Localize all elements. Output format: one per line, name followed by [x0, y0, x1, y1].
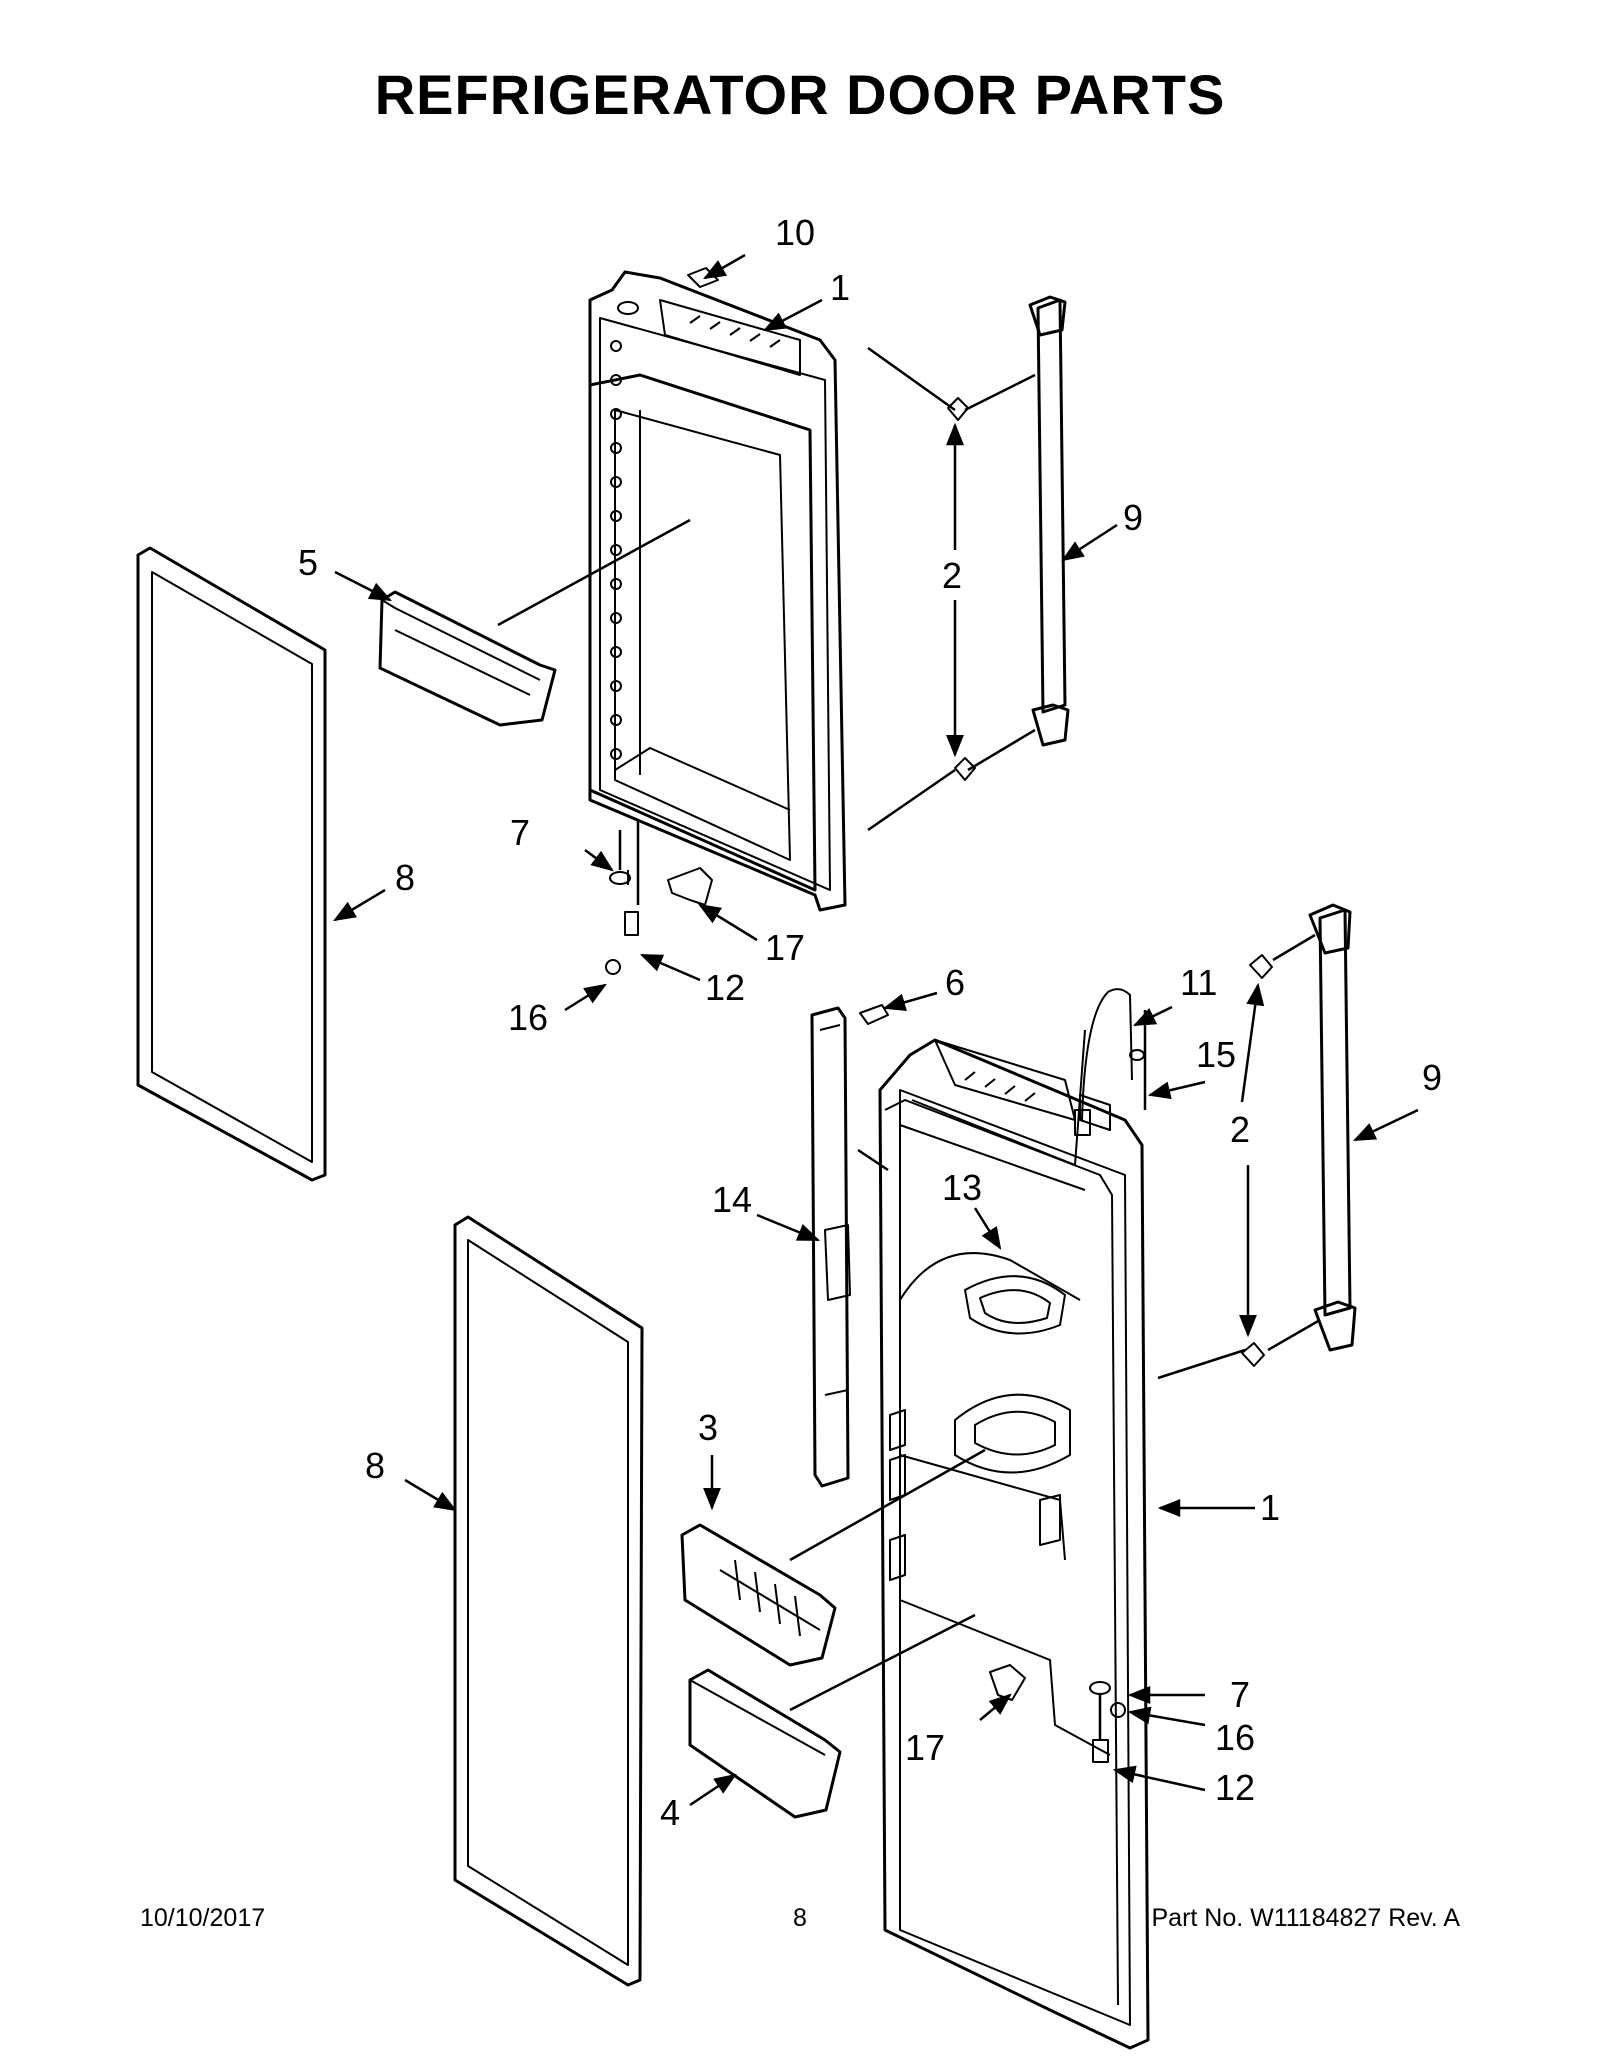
callout-2-lower: 2 — [1230, 1109, 1250, 1150]
lower-door-assembly — [878, 1029, 1150, 2050]
upper-small-parts — [605, 867, 713, 975]
upper-door-bin — [378, 590, 557, 727]
callout-12-upper: 12 — [705, 967, 745, 1008]
callout-1-upper: 1 — [830, 267, 850, 308]
callout-16-lower: 16 — [1215, 1717, 1255, 1758]
callout-4: 4 — [660, 1792, 680, 1833]
callout-8-upper: 8 — [395, 857, 415, 898]
callout-14: 14 — [712, 1179, 752, 1220]
callout-7-lower: 7 — [1230, 1674, 1250, 1715]
lower-door-bin-3 — [680, 1523, 837, 1667]
callout-6: 6 — [945, 962, 965, 1003]
callout-17-upper: 17 — [765, 927, 805, 968]
callout-16-upper: 16 — [508, 997, 548, 1038]
footer-page-number: 8 — [793, 1904, 807, 1932]
leader-arrows — [333, 253, 1419, 1807]
callout-17-lower: 17 — [905, 1727, 945, 1768]
callout-1-lower: 1 — [1260, 1487, 1280, 1528]
footer-part-number: Part No. W11184827 Rev. A — [1151, 1904, 1461, 1932]
upper-door-assembly — [588, 267, 847, 912]
lower-small-parts — [989, 1664, 1126, 1763]
mullion-pin — [859, 1004, 889, 1025]
callout-13: 13 — [942, 1167, 982, 1208]
upper-door-handle — [947, 295, 1070, 781]
callout-9-lower: 9 — [1422, 1057, 1442, 1098]
callout-9-upper: 9 — [1123, 497, 1143, 538]
center-mullion — [810, 1006, 851, 1488]
callout-7-upper: 7 — [510, 812, 530, 853]
callout-3: 3 — [698, 1407, 718, 1448]
callout-labels: 10 1 9 2 5 8 7 17 12 16 6 11 15 2 9 14 1… — [298, 212, 1442, 1833]
explosion-lines — [497, 346, 1321, 1740]
lower-door-handle — [1241, 903, 1357, 1367]
upper-door-gasket — [136, 546, 327, 1182]
callout-15: 15 — [1196, 1034, 1236, 1075]
callout-11: 11 — [1180, 962, 1217, 1003]
footer-date: 10/10/2017 — [140, 1904, 266, 1932]
lower-door-bin-4 — [688, 1668, 842, 1819]
callout-12-lower: 12 — [1215, 1767, 1255, 1808]
callout-5: 5 — [298, 542, 318, 583]
callout-10: 10 — [775, 212, 815, 253]
lower-door-gasket — [453, 1215, 644, 1987]
callout-8-lower: 8 — [365, 1445, 385, 1486]
page-title: REFRIGERATOR DOOR PARTS — [374, 63, 1226, 126]
callout-2-upper: 2 — [942, 555, 962, 596]
